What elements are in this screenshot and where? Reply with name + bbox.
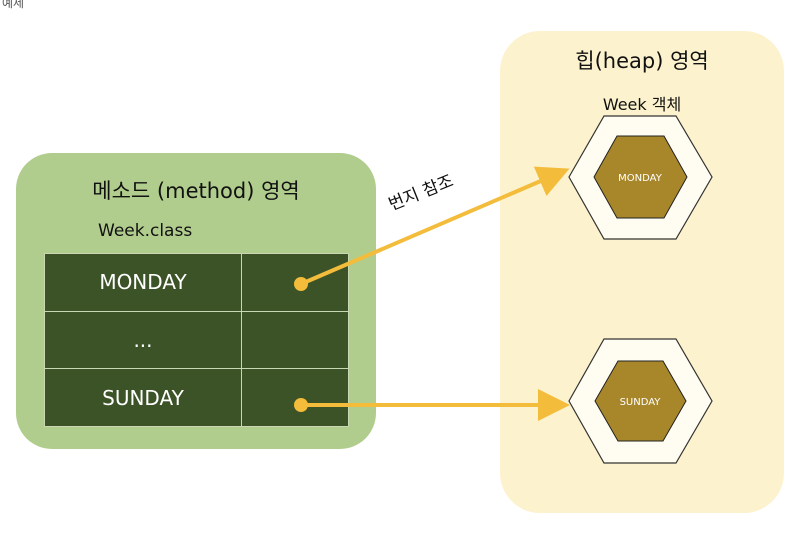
top-note: 예제 bbox=[2, 0, 25, 10]
method-area-title: 메소드 (method) 영역 bbox=[92, 179, 300, 203]
class-label: Week.class bbox=[98, 221, 193, 241]
object-label: Week 객체 bbox=[602, 95, 682, 114]
reference-cell bbox=[241, 253, 349, 312]
table-row: MONDAY bbox=[44, 253, 349, 312]
table-row: SUNDAY bbox=[44, 368, 349, 427]
enum-name-cell: ... bbox=[44, 310, 242, 370]
enum-name-cell: SUNDAY bbox=[44, 368, 242, 427]
reference-label: 번지 참조 bbox=[385, 171, 457, 216]
reference-cell bbox=[241, 310, 349, 370]
table-row: ... bbox=[44, 310, 349, 370]
enum-name-cell: MONDAY bbox=[44, 253, 242, 312]
enum-table: MONDAY ... SUNDAY bbox=[44, 253, 349, 427]
method-area: 메소드 (method) 영역 Week.class MONDAY ... SU… bbox=[16, 153, 376, 449]
reference-cell bbox=[241, 368, 349, 427]
heap-area: 힙(heap) 영역 Week 객체 bbox=[500, 31, 784, 513]
heap-area-title: 힙(heap) 영역 bbox=[575, 49, 709, 73]
